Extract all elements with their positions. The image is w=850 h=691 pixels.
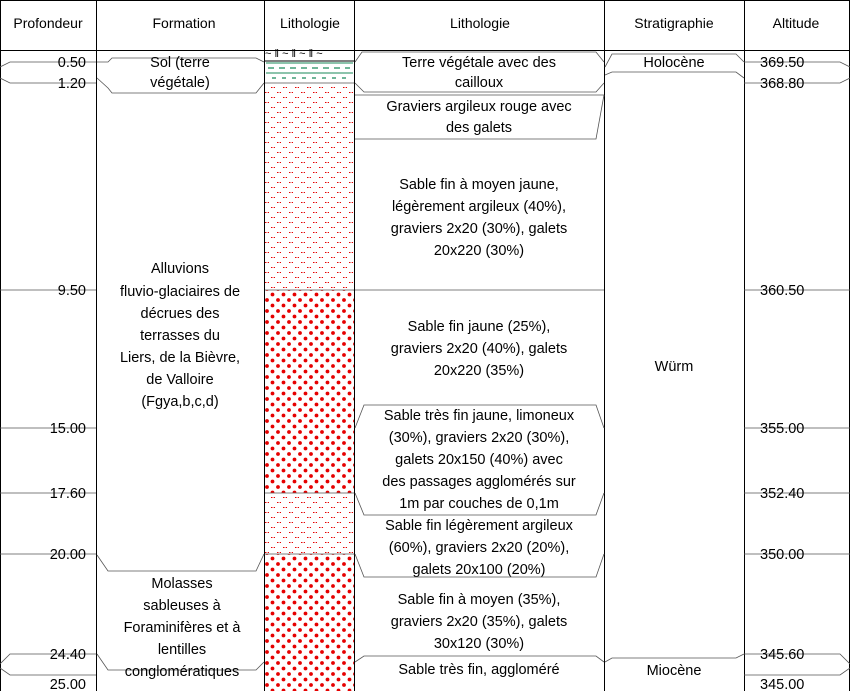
svg-text:Sable très fin jaune, limoneux: Sable très fin jaune, limoneux — [384, 408, 575, 424]
description-sable-fin-moyen-jaune: Sable fin à moyen jaune, légèrement argi… — [391, 177, 568, 259]
lithology-description-column: Terre végétale avec des cailloux Gravier… — [354, 51, 605, 678]
depth-label: 0.50 — [58, 55, 86, 71]
lithology-column: ~ ‖ ~ ‖ ~ ‖ ~ — [265, 48, 354, 691]
depth-label: 1.20 — [58, 76, 86, 92]
svg-text:Graviers argileux rouge avec: Graviers argileux rouge avec — [386, 99, 571, 115]
svg-text:Terre végétale avec des: Terre végétale avec des — [402, 55, 556, 71]
svg-text:Sable fin jaune (25%),: Sable fin jaune (25%), — [408, 319, 551, 335]
soil-symbols: ~ ‖ ~ ‖ ~ ‖ ~ — [265, 48, 353, 79]
altitude-ticks — [744, 61, 850, 676]
svg-text:graviers 2x20 (40%), galets: graviers 2x20 (40%), galets — [391, 341, 568, 357]
svg-text:galets 20x100 (20%): galets 20x100 (20%) — [413, 562, 546, 578]
header-row: Profondeur Formation Lithologie Litholog… — [13, 15, 819, 31]
description-sable-fin-jaune: Sable fin jaune (25%), graviers 2x20 (40… — [391, 319, 568, 379]
formation-alluvions: Alluvions fluvio-glaciaires de décrues d… — [120, 261, 240, 410]
svg-text:(30%), graviers 2x20 (30%),: (30%), graviers 2x20 (30%), — [389, 430, 570, 446]
formation-column: Sol (terre végétale) Alluvions fluvio-gl… — [96, 55, 265, 680]
depth-label: 20.00 — [50, 547, 86, 563]
svg-text:Sable fin légèrement argileux: Sable fin légèrement argileux — [385, 518, 574, 534]
depth-label: 17.60 — [50, 486, 86, 502]
altitude-label: 352.40 — [760, 486, 804, 502]
svg-text:légèrement argileux (40%),: légèrement argileux (40%), — [392, 199, 566, 215]
svg-text:Foraminifères et à: Foraminifères et à — [124, 620, 242, 636]
svg-text:Alluvions: Alluvions — [151, 261, 209, 277]
svg-text:30x120 (30%): 30x120 (30%) — [434, 636, 524, 652]
altitude-label: 345.60 — [760, 647, 804, 663]
altitude-labels: 369.50 368.80 360.50 355.00 352.40 350.0… — [760, 55, 804, 691]
svg-text:galets 20x150 (40%) avec: galets 20x150 (40%) avec — [395, 452, 563, 468]
description-terre-vegetale: Terre végétale avec des cailloux — [402, 55, 556, 91]
formation-soil: Sol (terre végétale) — [150, 55, 210, 91]
depth-label: 25.00 — [50, 677, 86, 691]
svg-text:lentilles: lentilles — [158, 642, 206, 658]
svg-text:~ ‖ ~ ‖ ~ ‖ ~: ~ ‖ ~ ‖ ~ ‖ ~ — [265, 48, 323, 60]
altitude-label: 360.50 — [760, 283, 804, 299]
svg-text:conglomératiques: conglomératiques — [125, 664, 239, 680]
altitude-label: 355.00 — [760, 421, 804, 437]
stratigraphy-holocene: Holocène — [643, 55, 704, 71]
stratigraphy-miocene: Miocène — [647, 663, 702, 679]
altitude-label: 369.50 — [760, 55, 804, 71]
depth-label: 15.00 — [50, 421, 86, 437]
svg-text:décrues des: décrues des — [141, 306, 220, 322]
svg-text:végétale): végétale) — [150, 75, 210, 91]
svg-text:terrasses du: terrasses du — [140, 328, 220, 344]
svg-text:des galets: des galets — [446, 120, 512, 136]
svg-text:cailloux: cailloux — [455, 75, 504, 91]
svg-text:Sol (terre: Sol (terre — [150, 55, 210, 71]
svg-text:sableuses à: sableuses à — [143, 598, 221, 614]
altitude-label: 350.00 — [760, 547, 804, 563]
svg-text:des passages agglomérés sur: des passages agglomérés sur — [382, 474, 576, 490]
header-lithologie: Lithologie — [450, 15, 510, 31]
header-stratigraphie: Stratigraphie — [634, 15, 714, 31]
svg-text:Sable fin à moyen (35%),: Sable fin à moyen (35%), — [398, 592, 561, 608]
altitude-label: 345.00 — [760, 677, 804, 691]
depth-label: 9.50 — [58, 283, 86, 299]
svg-text:(60%), graviers 2x20 (20%),: (60%), graviers 2x20 (20%), — [389, 540, 570, 556]
header-formation: Formation — [152, 15, 215, 31]
description-graviers-argileux: Graviers argileux rouge avec des galets — [386, 99, 571, 136]
svg-text:graviers 2x20 (30%), galets: graviers 2x20 (30%), galets — [391, 221, 568, 237]
clayey-sand-layer-2 — [265, 493, 354, 554]
depth-label: 24.40 — [50, 647, 86, 663]
svg-text:graviers 2x20 (35%), galets: graviers 2x20 (35%), galets — [391, 614, 568, 630]
depth-labels: 0.50 1.20 9.50 15.00 17.60 20.00 24.40 2… — [50, 55, 86, 691]
description-sable-tres-fin-agglomere: Sable très fin, aggloméré — [398, 662, 559, 678]
svg-text:Sable fin à moyen jaune,: Sable fin à moyen jaune, — [399, 177, 559, 193]
stratigraphy-column: Holocène Würm Miocène — [604, 53, 745, 679]
altitude-label: 368.80 — [760, 76, 804, 92]
svg-text:Molasses: Molasses — [151, 576, 212, 592]
depth-ticks — [0, 61, 96, 676]
header-lithologie-log: Lithologie — [280, 15, 340, 31]
svg-text:Sable très fin, aggloméré: Sable très fin, aggloméré — [398, 662, 559, 678]
formation-molasses: Molasses sableuses à Foraminifères et à … — [124, 576, 242, 680]
description-sable-fin-argileux: Sable fin légèrement argileux (60%), gra… — [385, 518, 574, 578]
svg-text:20x220 (35%): 20x220 (35%) — [434, 363, 524, 379]
description-sable-fin-moyen: Sable fin à moyen (35%), graviers 2x20 (… — [391, 592, 568, 652]
svg-text:de Valloire: de Valloire — [146, 372, 213, 388]
description-sable-tres-fin-limoneux: Sable très fin jaune, limoneux (30%), gr… — [382, 408, 576, 512]
gravel-sand-layer-1 — [265, 290, 354, 493]
svg-text:1m par couches de 0,1m: 1m par couches de 0,1m — [399, 496, 559, 512]
clayey-sand-layer-1 — [265, 83, 354, 290]
soil-layer — [265, 60, 354, 83]
stratigraphy-wurm: Würm — [655, 359, 694, 375]
svg-text:(Fgya,b,c,d): (Fgya,b,c,d) — [141, 394, 218, 410]
svg-text:20x220 (30%): 20x220 (30%) — [434, 243, 524, 259]
header-altitude: Altitude — [773, 15, 820, 31]
svg-text:fluvio-glaciaires de: fluvio-glaciaires de — [120, 284, 240, 300]
header-profondeur: Profondeur — [13, 15, 83, 31]
svg-text:Liers, de la Bièvre,: Liers, de la Bièvre, — [120, 350, 240, 366]
gravel-sand-layer-2 — [265, 554, 354, 691]
